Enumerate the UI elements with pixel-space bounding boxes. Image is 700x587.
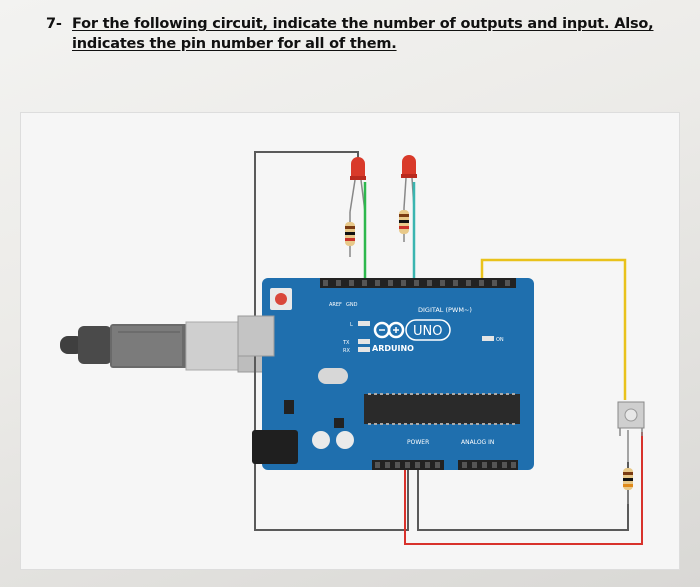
question-text: For the following circuit, indicate the …	[72, 16, 654, 52]
digital-header	[320, 278, 516, 288]
power-label: POWER	[407, 439, 429, 446]
circuit-figure: AREF GND DIGITAL (PWM~) L TX RX U	[20, 112, 680, 570]
question-7: 7- For the following circuit, indicate t…	[46, 14, 686, 54]
wire-pin2	[480, 258, 627, 400]
led-1	[349, 157, 366, 213]
l-led-label: L	[350, 322, 353, 328]
rx-label: RX	[343, 348, 350, 354]
gnd-label: GND	[346, 302, 358, 308]
push-button	[617, 401, 645, 436]
on-label: ON	[496, 337, 504, 343]
wire-gnd-right	[417, 462, 629, 531]
digital-label: DIGITAL (PWM~)	[418, 306, 472, 314]
analog-header	[458, 460, 518, 470]
aref-label: AREF	[329, 302, 342, 308]
analog-label: ANALOG IN	[461, 439, 494, 446]
model-label: UNO	[413, 324, 442, 339]
circuit-diagram: AREF GND DIGITAL (PWM~) L TX RX U	[60, 151, 645, 545]
tx-label: TX	[342, 340, 350, 346]
arduino-logo	[373, 321, 405, 339]
board-name: ARDUINO	[372, 344, 414, 353]
resistor-1	[345, 212, 355, 257]
arduino-board: AREF GND DIGITAL (PWM~) L TX RX U	[237, 278, 534, 470]
microcontroller-chip	[364, 394, 520, 424]
wire-5v	[404, 432, 643, 545]
resistor-3	[623, 430, 633, 504]
question-number: 7-	[46, 16, 62, 32]
resistor-2	[399, 208, 409, 242]
